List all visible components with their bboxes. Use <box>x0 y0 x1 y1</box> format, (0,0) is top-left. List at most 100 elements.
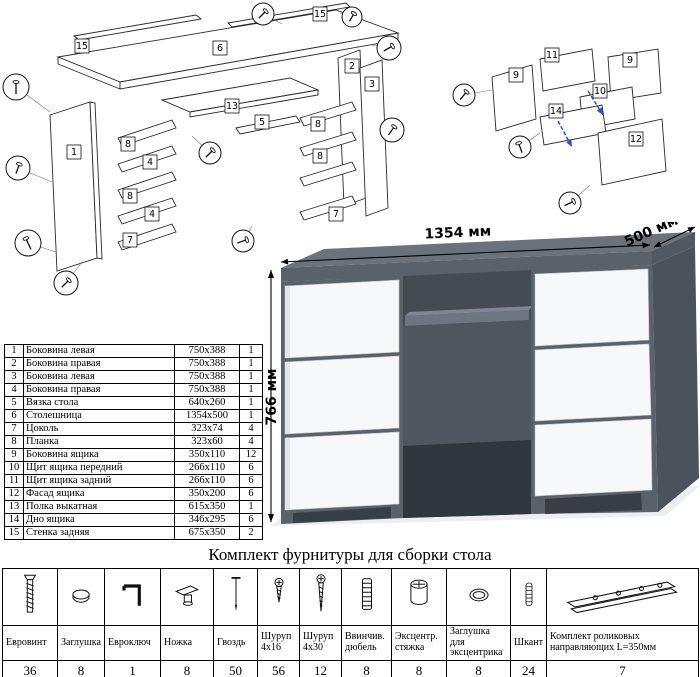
part-name: Боковина ящика <box>23 448 175 462</box>
hardware-name: Шуруп 4x30 <box>299 625 342 661</box>
part-name: Боковина левая <box>23 344 175 358</box>
table-row: 10 Щит ящика передний 266x110 6 <box>4 461 263 475</box>
part-number: 6 <box>4 409 24 423</box>
dimension-annotations: 766 мм 1354 мм 500 мм <box>264 222 696 522</box>
part-label: 15 <box>312 6 328 22</box>
hardware-icon-cell <box>391 568 447 626</box>
part-qty: 6 <box>239 513 263 527</box>
hex-key-icon <box>121 583 141 606</box>
part-name: Щит ящика передний <box>23 461 175 475</box>
part-label: 12 <box>628 131 644 147</box>
hardware-detail-callout <box>558 191 582 215</box>
part-name: Полка выкатная <box>23 500 175 514</box>
svg-text:7: 7 <box>333 209 339 220</box>
desk-render: 766 мм 1354 мм 500 мм <box>264 222 700 526</box>
hardware-qty: 50 <box>213 659 258 677</box>
hardware-name: Евровинт <box>2 625 58 661</box>
recess-shadow <box>403 440 531 518</box>
drawer-front <box>534 268 650 347</box>
hardware-qty: 8 <box>341 659 392 677</box>
part-size: 615x350 <box>174 500 240 514</box>
part-label: 8 <box>312 148 328 164</box>
table-row: 9 Боковина ящика 350x110 12 <box>4 448 263 462</box>
drawer-front <box>534 343 652 422</box>
width-dimension-label: 1354 мм <box>424 223 491 242</box>
part-label: 6 <box>212 40 228 56</box>
part-number: 12 <box>4 487 24 501</box>
svg-text:10: 10 <box>594 86 606 97</box>
part-qty: 1 <box>239 409 263 423</box>
part-label: 2 <box>344 58 360 74</box>
drawer-shading <box>285 285 290 358</box>
table-row: 12 Фасад ящика 350x200 6 <box>4 487 263 501</box>
svg-text:1: 1 <box>71 147 77 158</box>
part-name: Цоколь <box>23 422 175 436</box>
svg-text:12: 12 <box>630 134 642 145</box>
cap-plug-icon <box>72 589 90 603</box>
part-qty: 6 <box>239 461 263 475</box>
hardware-name: Ввинчив. дюбель <box>341 625 392 661</box>
part-label: 14 <box>548 103 564 119</box>
part-qty: 1 <box>239 500 263 514</box>
part-number: 7 <box>4 422 24 436</box>
part-number: 13 <box>4 500 24 514</box>
svg-text:7: 7 <box>127 235 133 246</box>
part-label: 1 <box>66 144 82 160</box>
part-label: 4 <box>144 206 160 222</box>
hardware-qty: 36 <box>2 659 58 677</box>
table-row: 7 Цоколь 323x74 4 <box>4 422 263 436</box>
hardware-icon-cell <box>341 568 392 626</box>
desktop-front-edge <box>281 251 652 282</box>
part-name: Стенка задняя <box>23 526 175 540</box>
right-side-panel <box>652 246 699 512</box>
drawer-front <box>284 355 400 435</box>
hardware-icon-cell <box>546 568 699 626</box>
part-qty: 6 <box>239 474 263 488</box>
screw-4x16-icon <box>273 577 284 602</box>
table-row: 6 Столешница 1354x500 1 <box>4 409 263 423</box>
part-size: 750x388 <box>174 357 240 371</box>
part-name: Вязка стола <box>23 396 175 410</box>
parts-table: 1 Боковина левая 750x388 1 2 Боковина пр… <box>4 344 263 540</box>
table-row: 4 Боковина правая 750x388 1 <box>4 383 263 397</box>
part-name: Фасад ящика <box>23 487 175 501</box>
part-size: 323x74 <box>174 422 240 436</box>
svg-text:5: 5 <box>259 117 265 128</box>
hardware-qty: 24 <box>510 659 547 677</box>
part-label: 9 <box>508 67 524 83</box>
part-number: 9 <box>4 448 24 462</box>
part-label: 8 <box>120 136 136 152</box>
back-rail <box>403 320 531 446</box>
right-plinth <box>545 493 642 514</box>
screw-4x30-icon <box>315 573 326 611</box>
hardware-kit-table: Евровинт Заглушка Евроключ Ножка Гвоздь … <box>2 568 699 677</box>
part-name: Планка <box>23 435 175 449</box>
desk-body <box>281 232 699 524</box>
hardware-icon-cell <box>257 568 300 626</box>
part-label: 15 <box>74 38 90 54</box>
part-number: 4 <box>4 383 24 397</box>
hardware-names-row: Евровинт Заглушка Евроключ Ножка Гвоздь … <box>2 625 699 661</box>
part-label: 8 <box>122 188 138 204</box>
drawer-front <box>284 431 400 511</box>
desktop-right-edge <box>652 232 695 265</box>
part-label: 7 <box>122 232 138 248</box>
left-plinth <box>293 507 391 523</box>
part-qty: 12 <box>239 448 263 462</box>
part-qty: 1 <box>239 383 263 397</box>
hardware-icon-cell <box>299 568 342 626</box>
part-number: 14 <box>4 513 24 527</box>
table-row: 13 Полка выкатная 615x350 1 <box>4 500 263 514</box>
part-size: 346x295 <box>174 513 240 527</box>
part-label: 8 <box>310 116 326 132</box>
part-label: 9 <box>622 52 638 68</box>
hardware-icon-cell <box>160 568 214 626</box>
table-row: 14 Дно ящика 346x295 6 <box>4 513 263 527</box>
hardware-detail-callout <box>341 6 363 28</box>
drawer-exploded-diagram: 11 9 9 10 14 12 <box>452 47 667 215</box>
svg-text:11: 11 <box>546 50 558 61</box>
hardware-icon-cell <box>57 568 105 626</box>
cam-lock-icon <box>410 579 428 605</box>
table-row: 1 Боковина левая 750x388 1 <box>4 344 263 358</box>
